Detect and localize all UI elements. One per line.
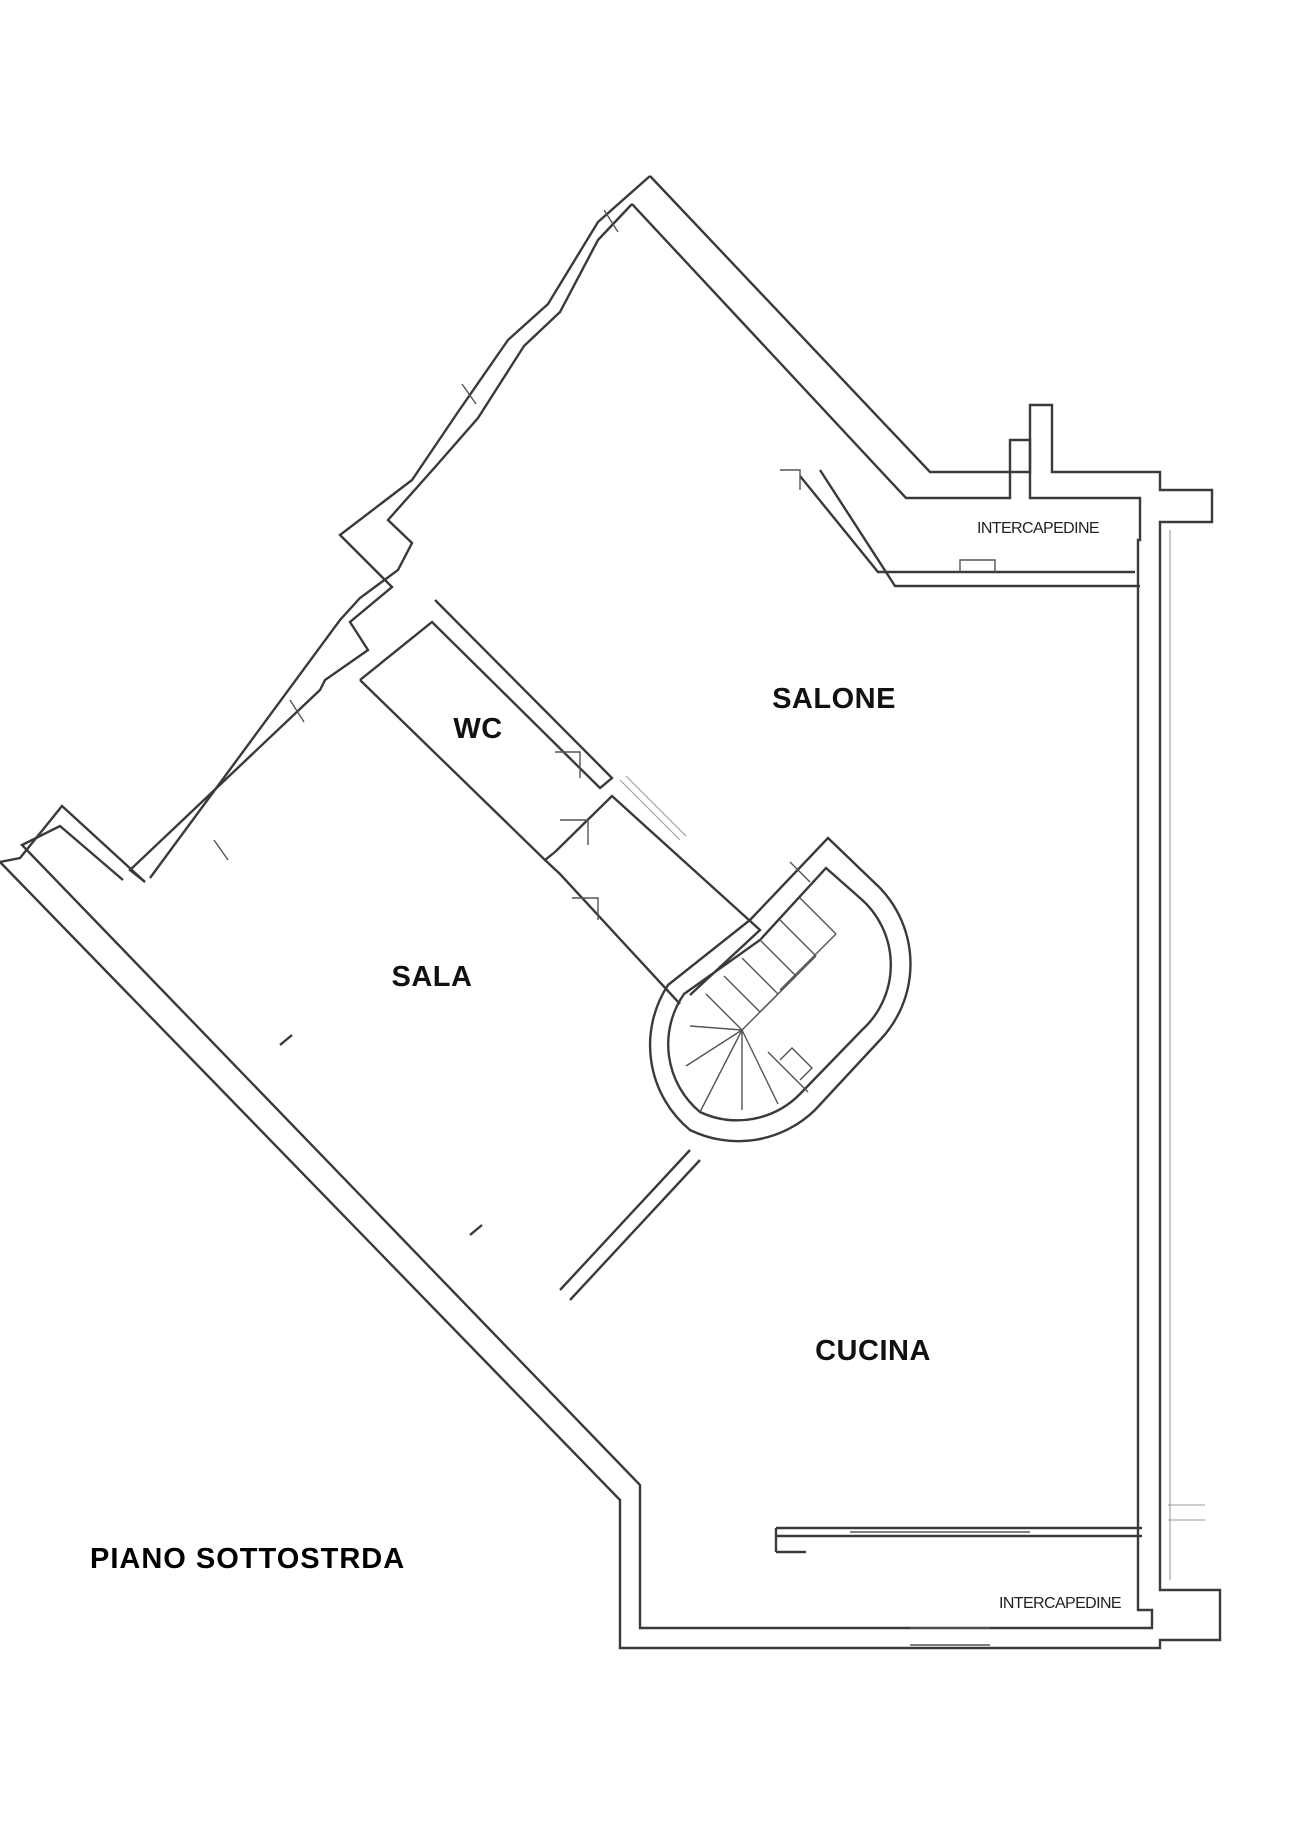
inner-wall-upper-left xyxy=(149,203,633,879)
room-label-cucina: CUCINA xyxy=(815,1335,931,1367)
plan-title: PIANO SOTTOSTRDA xyxy=(90,1543,405,1575)
intercapedine-top-area xyxy=(780,469,1140,588)
wall-ticks xyxy=(213,209,811,883)
outer-wall-upper-left xyxy=(128,175,651,883)
stair-arrow-icon xyxy=(779,1047,813,1081)
staircase-inner xyxy=(667,866,892,1122)
room-label-salone: SALONE xyxy=(772,683,896,715)
wc-partitions xyxy=(359,599,762,1005)
staircase-steps xyxy=(685,897,837,1113)
room-label-sala: SALA xyxy=(392,961,473,993)
spiral-staircase xyxy=(648,836,912,1143)
inner-wall-line xyxy=(20,203,1154,1630)
label-intercapedine-top: INTERCAPEDINE xyxy=(977,520,1099,537)
outer-wall-line xyxy=(0,175,1222,1650)
sala-cucina-partition xyxy=(279,1034,701,1301)
room-label-wc: WC xyxy=(453,713,502,745)
staircase-outer xyxy=(648,836,912,1143)
intercapedine-bottom-area xyxy=(774,530,1205,1646)
outer-walls xyxy=(0,175,1222,1650)
label-intercapedine-bottom: INTERCAPEDINE xyxy=(999,1595,1121,1612)
